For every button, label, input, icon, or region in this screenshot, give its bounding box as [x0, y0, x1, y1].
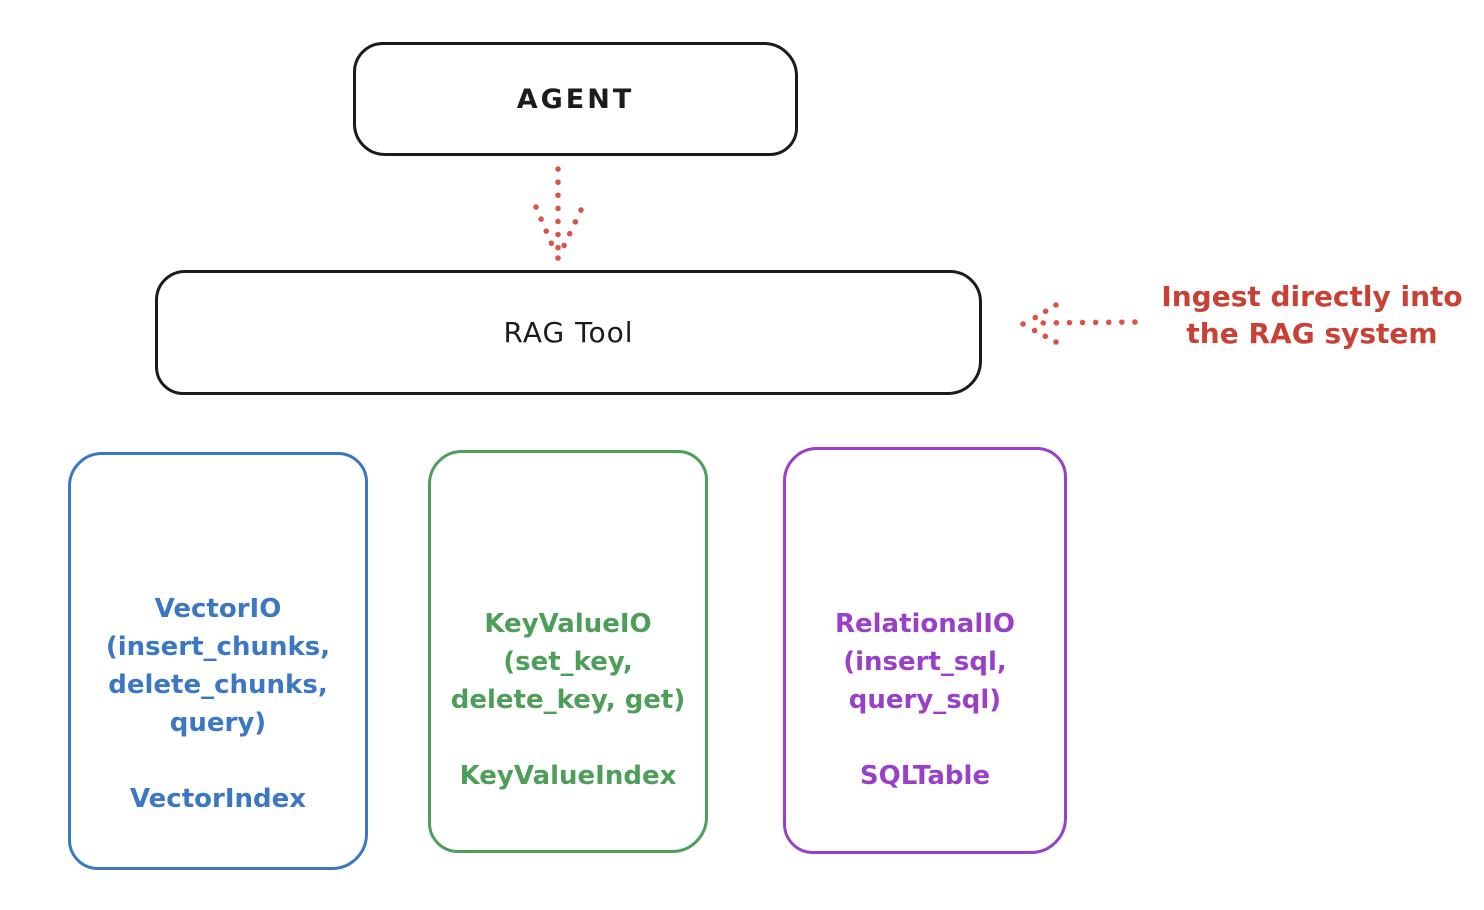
agent-node-label: AGENT — [516, 83, 635, 115]
agent-to-rag-arrow — [533, 166, 584, 261]
keyvalue-io-title: KeyValueIO — [484, 608, 652, 639]
rag-tool-node-label: RAG Tool — [503, 316, 634, 349]
agent-node: AGENT — [353, 42, 798, 156]
keyvalue-io-methods-line2: delete_key, get) — [450, 684, 686, 715]
annotation-to-rag-arrow — [1020, 302, 1138, 345]
relational-io-node: RelationalIO (insert_sql, query_sql) SQL… — [783, 447, 1067, 854]
keyvalue-io-methods-line1: (set_key, — [503, 646, 633, 677]
vector-io-node: VectorIO (insert_chunks, delete_chunks, … — [68, 452, 368, 870]
vector-io-methods-line3: query) — [169, 707, 267, 738]
sql-table-label: SQLTable — [859, 760, 991, 791]
keyvalue-io-node: KeyValueIO (set_key, delete_key, get) Ke… — [428, 450, 708, 853]
vector-io-methods-line2: delete_chunks, — [108, 669, 328, 700]
ingest-annotation-line2: the RAG system — [1186, 317, 1438, 350]
rag-tool-node: RAG Tool — [155, 270, 982, 395]
vector-io-title: VectorIO — [154, 593, 282, 624]
relational-io-methods-line2: query_sql) — [848, 684, 1002, 715]
relational-io-methods-line1: (insert_sql, — [843, 646, 1007, 677]
vector-io-methods-line1: (insert_chunks, — [105, 631, 331, 662]
ingest-annotation-line1: Ingest directly into — [1161, 280, 1463, 313]
keyvalue-index-label: KeyValueIndex — [459, 760, 677, 791]
ingest-annotation: Ingest directly into the RAG system — [1140, 278, 1484, 352]
relational-io-title: RelationalIO — [834, 608, 1016, 639]
vector-index-label: VectorIndex — [129, 783, 307, 814]
